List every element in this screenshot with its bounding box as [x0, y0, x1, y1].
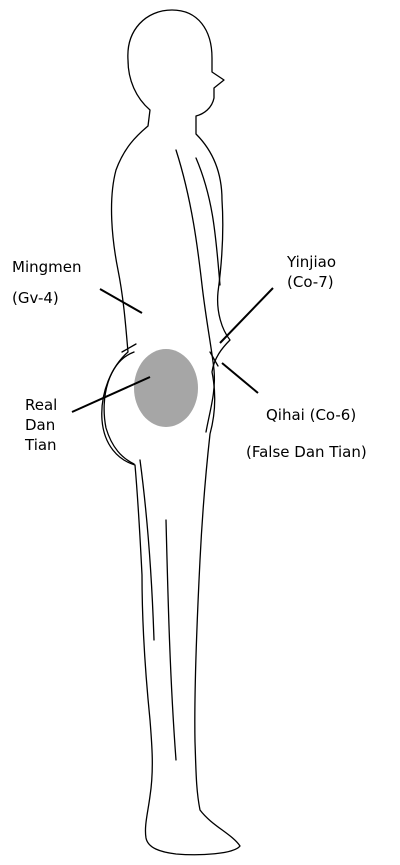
label-yinjiao-name: Yinjiao	[287, 252, 336, 272]
label-qihai: Qihai (Co-6)	[266, 405, 356, 425]
qihai-leader-line	[222, 363, 258, 393]
label-real-dan-tian-line3: Tian	[25, 435, 57, 455]
inner-leg-line	[166, 520, 176, 760]
label-yinjiao: Yinjiao (Co-7)	[287, 252, 336, 292]
label-qihai-note: (False Dan Tian)	[246, 442, 367, 462]
label-mingmen-name: Mingmen	[12, 257, 82, 277]
label-real-dan-tian-line1: Real	[25, 395, 57, 415]
label-qihai-name: Qihai (Co-6)	[266, 405, 356, 425]
label-mingmen-code: (Gv-4)	[12, 288, 59, 308]
body-outline	[102, 10, 240, 855]
label-real-dan-tian-line2: Dan	[25, 415, 57, 435]
label-yinjiao-code: (Co-7)	[287, 272, 336, 292]
label-real-dan-tian: Real Dan Tian	[25, 395, 57, 455]
buttock-curve	[104, 352, 134, 464]
label-mingmen-code-box: (Gv-4)	[12, 288, 59, 308]
yinjiao-leader-line	[220, 288, 273, 343]
mingmen-leader-line	[100, 289, 142, 313]
waist-back-stroke	[122, 344, 136, 352]
real-dan-tian-region	[134, 349, 198, 427]
label-mingmen: Mingmen	[12, 257, 82, 277]
label-qihai-note-box: (False Dan Tian)	[246, 442, 367, 462]
